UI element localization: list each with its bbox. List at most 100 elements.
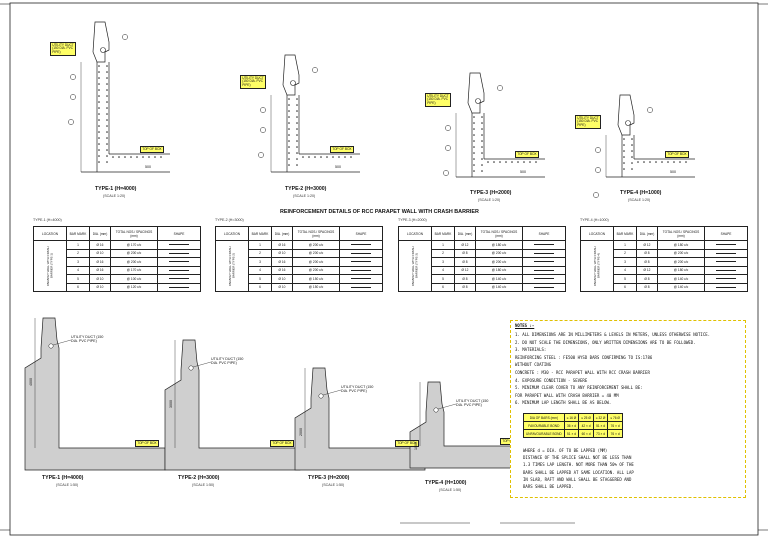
sheet-title: REINFORCEMENT DETAILS OF RCC PARAPET WAL… — [280, 209, 479, 215]
height-dimension: 3000 — [169, 400, 173, 408]
rebar-dot — [493, 161, 495, 163]
lap-cell: DIA OF BARS (mm) — [523, 413, 565, 422]
bar-mark-circle — [497, 85, 503, 91]
rebar-dot — [130, 156, 132, 158]
duct-callout: UTILITY DUCT (150 DIA. PVC PIPE) — [240, 75, 267, 90]
bar-mark-circle — [70, 94, 76, 100]
rebar-dot — [473, 134, 475, 136]
rebar-dot — [98, 155, 100, 157]
rebar-dot — [124, 156, 126, 158]
bar-shape-icon — [534, 286, 554, 288]
rebar-dot — [288, 122, 290, 124]
rebar-dot — [473, 158, 475, 160]
note-line: 6. MINIMUM LAP LENGTH SHALL BE AS BELOW. — [515, 400, 612, 406]
notes-title: NOTES :- — [515, 323, 535, 328]
rebar-dot — [631, 168, 633, 170]
rebar-dot — [332, 156, 334, 158]
rebar-dot — [98, 83, 100, 85]
shape-cell — [157, 282, 201, 292]
rebar-dot — [487, 161, 489, 163]
lap-cell: ≤ 25 Ø — [578, 413, 594, 422]
rebar-dot — [106, 65, 108, 67]
duct-callout: UTILITY DUCT (150 DIA. PVC PIPE) — [50, 42, 77, 57]
rebar-dot — [473, 152, 475, 154]
rebar-dot — [98, 71, 100, 73]
bar-shape-icon — [534, 252, 554, 254]
duct-pipe — [188, 365, 194, 371]
table-header: BAR MARK — [66, 226, 90, 241]
bar-shape-icon — [169, 261, 189, 263]
rebar-dot — [106, 71, 108, 73]
rebar-dot — [481, 146, 483, 148]
leader-line — [192, 361, 212, 368]
rebar-dot — [350, 156, 352, 158]
rebar-dot — [661, 161, 663, 163]
top-detail-scale: (SCALE 1:20) — [628, 198, 651, 202]
rebar-dot — [296, 104, 298, 106]
barrier-outline — [282, 54, 300, 96]
lap-row: DIA OF BARS (mm)≤ 16 Ø≤ 25 Ø≤ 32 Ø≤ 76 Ø — [523, 413, 623, 422]
table-row: PARAPET WALL WITH CRASH BARRIER (TYPE-3)… — [398, 240, 566, 292]
rebar-dot — [667, 161, 669, 163]
rebar-dot — [106, 131, 108, 133]
rebar-dot — [481, 164, 483, 166]
bar-shape-icon — [169, 252, 189, 254]
table-title-type-3: TYPE-3 (H=2000) — [398, 218, 427, 222]
lap-cell: ≤ 76 Ø — [607, 413, 623, 422]
rebar-dot — [296, 116, 298, 118]
note-line: 5. MINIMUM CLEAR COVER TO ANY REINFORCEM… — [515, 385, 643, 391]
rebar-dot — [517, 161, 519, 163]
bar-shape-icon — [351, 278, 371, 280]
rebar-dot — [154, 156, 156, 158]
note-footer-line: BARS SHALL BE LAPPED AT SAME LOCATION. A… — [523, 469, 634, 475]
rebar-dot — [106, 89, 108, 91]
bar-mark-circle — [260, 107, 266, 113]
rebar-dot — [529, 161, 531, 163]
rebar-dot — [473, 170, 475, 172]
duct-pipe — [48, 343, 54, 349]
bottom-profile-caption: TYPE-4 (H=1000) — [425, 480, 467, 486]
rebar-dot — [523, 161, 525, 163]
rebar-dot — [296, 140, 298, 142]
bar-shape-icon — [716, 252, 736, 254]
rebar-dot — [288, 146, 290, 148]
table-header: BAR MARK — [431, 226, 455, 241]
rebar-dot — [623, 138, 625, 140]
top-detail-scale: (SCALE 1:20) — [293, 194, 316, 198]
table-header: SHAPE — [157, 226, 201, 241]
rebar-dot — [623, 144, 625, 146]
lap-cell: 42 × d — [578, 421, 594, 430]
table-header: SHAPE — [704, 226, 748, 241]
bar-shape-icon — [169, 269, 189, 271]
bar-mark-circle — [258, 152, 264, 158]
bar-mark-circle — [595, 147, 601, 153]
rebar-dot — [344, 156, 346, 158]
rebar-dot — [481, 158, 483, 160]
bar-shape-icon — [716, 278, 736, 280]
width-dimension: 500 — [670, 170, 676, 174]
rebar-dot — [481, 116, 483, 118]
bar-shape-icon — [351, 244, 371, 246]
rebar-dot — [98, 131, 100, 133]
rebar-dot — [142, 156, 144, 158]
lap-cell: 76 × d — [607, 421, 623, 430]
bar-mark-circle — [68, 119, 74, 125]
duct-pipe — [625, 120, 631, 126]
rebar-dot — [98, 65, 100, 67]
bar-shape-icon — [351, 261, 371, 263]
bottom-profile-scale: (SCALE 1:50) — [192, 483, 215, 487]
concrete-profile — [294, 367, 426, 471]
rebar-dot — [106, 101, 108, 103]
rebar-dot — [98, 137, 100, 139]
rebar-dot — [535, 161, 537, 163]
lap-cell: 76 × d — [607, 429, 623, 438]
rebar-dot — [631, 150, 633, 152]
bar-mark-circle — [595, 167, 601, 173]
rebar-dot — [136, 156, 138, 158]
